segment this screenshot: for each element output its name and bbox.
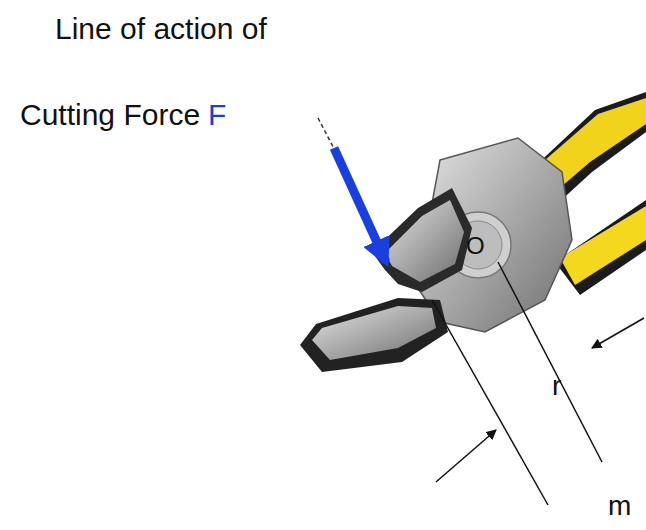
extension-line (432, 300, 548, 505)
dimension-arrow (436, 430, 496, 482)
dimension-label: m (608, 492, 631, 520)
upper-jaw (372, 188, 472, 292)
extension-line (498, 262, 602, 462)
force-label: Cutting Force (20, 100, 200, 130)
lower-jaw (300, 298, 448, 372)
force-arrow (334, 148, 386, 262)
pivot-label: O (466, 234, 485, 258)
force-symbol: F (208, 100, 226, 130)
dimension-label: r (552, 372, 561, 400)
dimension-arrow (592, 318, 644, 348)
note-label: Line of action of (55, 14, 267, 44)
